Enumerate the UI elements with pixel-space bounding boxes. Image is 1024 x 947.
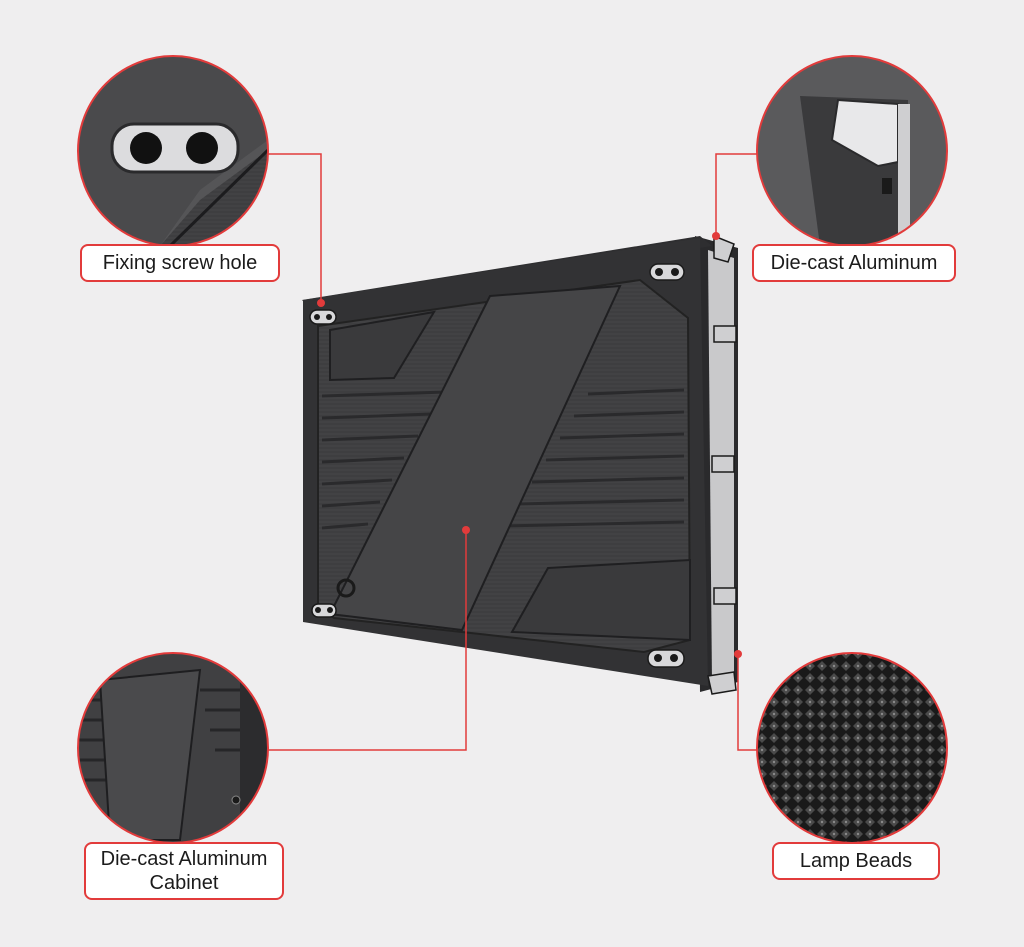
die-cast-cabinet-line2: Cabinet [149, 872, 219, 894]
cabinet-port [336, 578, 356, 598]
die-cast-aluminum-text: Die-cast Aluminum [770, 252, 938, 274]
zoom-circle-lamp-beads [756, 652, 948, 844]
callout-dots [317, 232, 742, 658]
callout-lines [268, 153, 760, 751]
die-cast-aluminum-label: Die-cast Aluminum [752, 244, 956, 282]
die-cast-cabinet-line1: Die-cast Aluminum [100, 848, 268, 870]
zoom-circle-screw-hole [77, 55, 269, 247]
zoom-circle-die-cast-edge [756, 55, 948, 247]
lamp-beads-label: Lamp Beads [772, 842, 940, 880]
die-cast-cabinet-label: Die-cast Aluminum Cabinet [84, 842, 284, 900]
zoom-circle-cabinet [77, 652, 269, 844]
fixing-screw-hole-label: Fixing screw hole [80, 244, 280, 282]
led-cabinet [302, 234, 738, 695]
fixing-screw-hole-text: Fixing screw hole [102, 252, 258, 274]
lamp-beads-text: Lamp Beads [799, 850, 913, 872]
